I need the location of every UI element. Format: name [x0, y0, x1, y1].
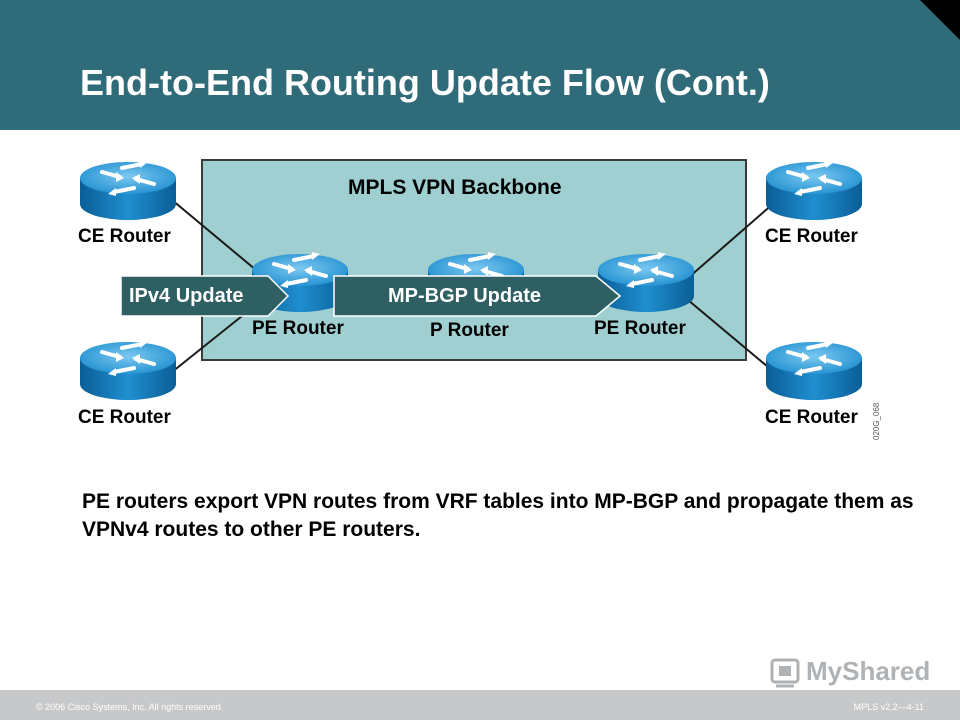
ipv4-update-label: IPv4 Update	[129, 285, 244, 307]
ce-router-bottom-right-label: CE Router	[765, 407, 858, 428]
pe-router-right-label: PE Router	[594, 318, 686, 339]
figure-code: 020G_068	[872, 402, 881, 440]
ce-router-top-right-label: CE Router	[765, 226, 858, 247]
ce-router-bottom-left-icon	[78, 338, 178, 402]
myshared-logo-icon	[770, 658, 800, 688]
ce-router-top-right-icon	[764, 158, 864, 222]
slide-footer	[0, 690, 960, 720]
course-code: MPLS v2.2—4-11	[853, 702, 924, 712]
pe-router-left-label: PE Router	[252, 318, 344, 339]
ce-router-top-left-icon	[78, 158, 178, 222]
slide-body-text: PE routers export VPN routes from VRF ta…	[82, 490, 914, 541]
copyright-text: © 2006 Cisco Systems, Inc. All rights re…	[36, 702, 224, 712]
mpbgp-update-banner	[333, 275, 622, 317]
link-pe-ce-tr	[687, 202, 775, 279]
link-pe-ce-br	[687, 299, 775, 373]
ce-router-bottom-left-label: CE Router	[78, 407, 171, 428]
p-router-label: P Router	[430, 320, 509, 341]
ce-router-top-left-label: CE Router	[78, 226, 171, 247]
myshared-watermark: MyShared	[806, 656, 931, 686]
backbone-label: MPLS VPN Backbone	[348, 176, 562, 199]
network-diagram	[78, 158, 864, 402]
corner-decoration	[920, 0, 960, 40]
ipv4-update-banner	[120, 275, 290, 317]
ce-router-bottom-right-icon	[764, 338, 864, 402]
slide-title: End-to-End Routing Update Flow (Cont.)	[80, 62, 770, 103]
link-ce-tl-pe	[171, 199, 263, 276]
slide-header	[0, 0, 960, 130]
mpbgp-update-label: MP-BGP Update	[388, 285, 541, 307]
